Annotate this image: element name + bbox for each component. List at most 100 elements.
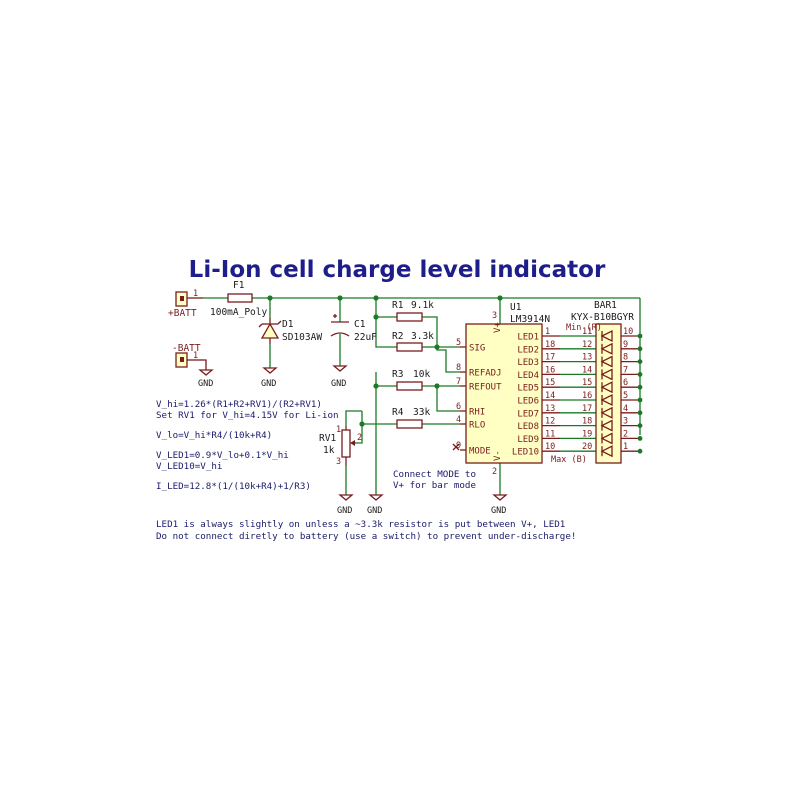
led-triangle	[600, 342, 613, 355]
gnd-symbol: GND	[331, 365, 348, 389]
f1-value: 100mA_Poly	[210, 307, 267, 318]
led-triangle	[600, 445, 613, 458]
u1-pin-name: SIG	[469, 344, 485, 354]
rv1-value: 1k	[323, 445, 335, 456]
formula-notes: V_hi=1.26*(R1+R2+RV1)/(R2+RV1) Set RV1 f…	[156, 399, 339, 492]
batt-neg-label: -BATT	[172, 343, 201, 354]
u1-pin-number: 4	[456, 415, 461, 425]
r4-ref: R4	[392, 407, 404, 418]
gnd-symbol: GND	[261, 367, 278, 389]
u1-pin-number: 16	[545, 365, 555, 375]
led-triangle	[600, 355, 613, 368]
u1-pin-number: 10	[545, 442, 555, 452]
c1-ref: C1	[354, 319, 366, 330]
gnd-symbol: GND	[491, 494, 508, 516]
ic-u1: U1 LM3914N V+ V- 3 2 SIG5REFADJ8REFOUT7R…	[452, 302, 596, 477]
bar1-pin-left: 13	[582, 353, 592, 363]
r2-value: 3.3k	[411, 331, 434, 342]
u1-pin-name: RLO	[469, 421, 485, 431]
r2-ref: R2	[392, 331, 403, 342]
svg-text:GND: GND	[491, 506, 506, 516]
footer-note-1: LED1 is always slightly on unless a ~3.3…	[156, 519, 565, 530]
u1-pin-led3: LED3 17	[517, 353, 596, 368]
bar1-pin-right: 2	[623, 429, 628, 439]
ground-symbols: GND GND GND GND GND GND	[198, 359, 508, 516]
schematic-title: Li-Ion cell charge level indicator	[189, 257, 606, 283]
batt-neg-pin: 1	[193, 351, 198, 361]
bar1-pin-right: 4	[623, 404, 628, 414]
footer-note-2: Do not connect diretly to battery (use a…	[156, 531, 576, 542]
batt-pos-label: +BATT	[168, 308, 197, 319]
gnd-symbol: GND	[198, 359, 214, 389]
u1-pin-name: LED9	[517, 435, 539, 445]
svg-text:V+ for bar mode: V+ for bar mode	[393, 480, 476, 491]
u1-pin-number: 18	[545, 340, 555, 350]
bar1-pin-right: 5	[623, 391, 628, 401]
bar1-pin-right: 7	[623, 365, 628, 375]
u1-pin-number: 7	[456, 377, 461, 387]
mode-note: Connect MODE to V+ for bar mode	[393, 469, 476, 491]
bar1-pin-left: 16	[582, 391, 592, 401]
bar1-pin-right: 6	[623, 378, 628, 388]
bar1-max-label: Max (B)	[551, 455, 587, 465]
bar1-pin-right: 3	[623, 417, 628, 427]
bar1-pin-left: 11	[582, 327, 592, 337]
svg-text:GND: GND	[198, 379, 213, 389]
u1-pin-number: 11	[545, 429, 555, 439]
r3-value: 10k	[413, 369, 430, 380]
u1-pin-number: 13	[545, 404, 555, 414]
bar1-pin-right: 10	[623, 327, 633, 337]
potentiometer-rv1: 1 2 3 RV1 1k	[319, 425, 362, 467]
bar1-pin-left: 15	[582, 378, 592, 388]
u1-pin-refout: REFOUT 7	[456, 377, 502, 393]
svg-text:Connect MODE to: Connect MODE to	[393, 469, 476, 480]
bar1-value: KYX-B10BGYR	[571, 312, 634, 323]
led-triangle	[600, 432, 613, 445]
resistor-r1: R1 9.1k	[392, 300, 434, 322]
led-triangle	[600, 393, 613, 407]
wires	[203, 297, 641, 495]
resistor-r2: R2 3.3k	[392, 331, 434, 352]
u1-right-pins: LED11LED218LED317LED416LED515LED614LED71…	[512, 327, 596, 458]
bar1-pin-right: 8	[623, 353, 628, 363]
svg-text:GND: GND	[367, 506, 382, 516]
r1-value: 9.1k	[411, 300, 434, 311]
note-iled: I_LED=12.8*(1/(10k+R4)+1/R3)	[156, 481, 311, 492]
u1-pin-number: 8	[456, 363, 461, 373]
c1-value: 22uF	[354, 332, 377, 343]
r1-ref: R1	[392, 300, 404, 311]
d1-value: SD103AW	[282, 332, 322, 343]
bar1-pin-right: 1	[623, 442, 628, 452]
note-vhi: V_hi=1.26*(R1+R2+RV1)/(R2+RV1)	[156, 399, 322, 410]
batt-neg-connector: 1 -BATT	[172, 343, 203, 368]
footer-notes: LED1 is always slightly on unless a ~3.3…	[156, 519, 576, 542]
f1-ref: F1	[233, 280, 245, 291]
note-vled1: V_LED1=0.9*V_lo+0.1*V_hi	[156, 450, 289, 461]
u1-value: LM3914N	[510, 314, 550, 325]
u1-pin-number: 6	[456, 402, 461, 412]
bar1-pin-left: 17	[582, 404, 592, 414]
fuse-f1: F1 100mA_Poly	[210, 280, 267, 318]
u1-pin-name: LED8	[517, 422, 539, 432]
u1-pin-name: LED2	[517, 345, 539, 355]
u1-pin-name: REFOUT	[469, 383, 502, 393]
u1-pin-led9: LED9 11	[517, 429, 596, 445]
led-triangle	[600, 329, 613, 343]
rv1-pin1: 1	[336, 425, 341, 435]
u1-pin-number: 9	[456, 441, 461, 451]
led-triangle	[600, 419, 613, 432]
u1-pin-name: LED6	[517, 397, 539, 407]
diode-d1: D1 SD103AW	[258, 318, 322, 344]
u1-pin-number: 17	[545, 353, 555, 363]
u1-pin-name: LED3	[517, 358, 539, 368]
junction-dots	[267, 295, 503, 427]
